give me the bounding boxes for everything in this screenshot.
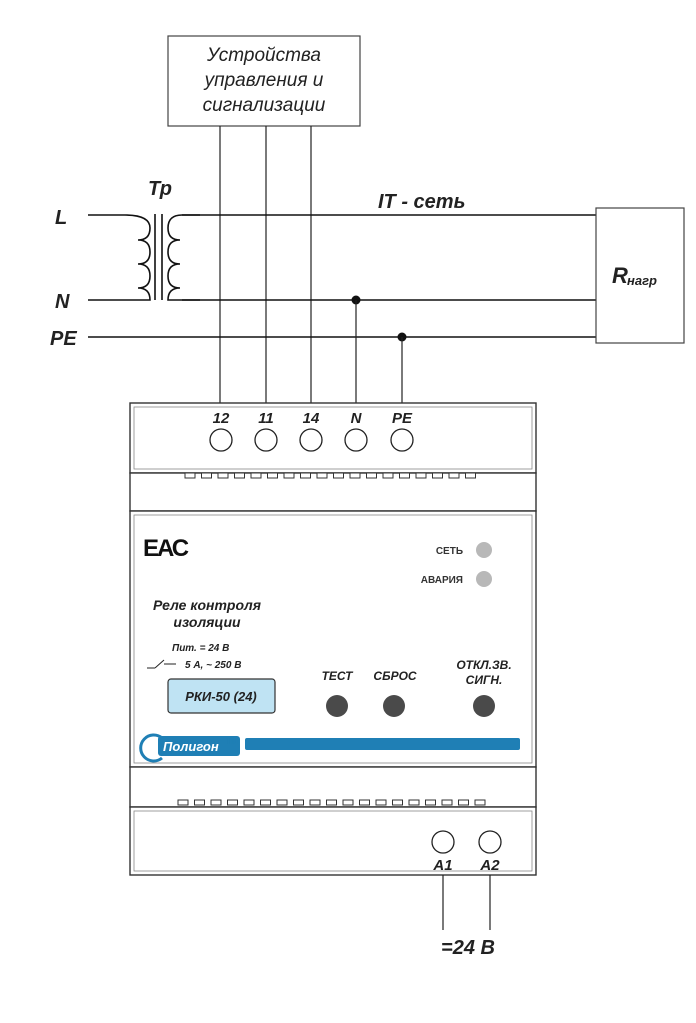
vent-slot [399, 472, 410, 479]
spec-power: Пит. = 24 В [172, 643, 229, 654]
vent-slot [250, 472, 262, 479]
control-wires [219, 126, 312, 428]
terminal-label-PE: PE [392, 410, 413, 427]
vent-slot [441, 799, 453, 806]
vent-slot [194, 799, 205, 806]
control-box-line3: сигнализации [203, 95, 326, 116]
terminal-PE [390, 428, 414, 452]
vent-slot [382, 472, 394, 479]
label-it-network: IT - сеть [378, 191, 465, 213]
label-PE: PE [50, 328, 77, 350]
load-label: R [612, 263, 628, 288]
vent-slot [227, 799, 238, 806]
terminal-A2 [478, 830, 502, 854]
model-name: РКИ-50 (24) [185, 689, 257, 704]
relay-device [129, 402, 537, 876]
brand-name: Полигон [163, 739, 219, 754]
load-label-sub: нагр [627, 273, 657, 288]
device-title-line2: изоляции [173, 614, 241, 630]
brand-stripe [245, 738, 520, 750]
label-L: L [55, 207, 67, 229]
vent-slot [177, 799, 189, 806]
load-box: R нагр [595, 207, 685, 344]
control-box-line2: управления и [203, 70, 324, 91]
vent-slot [234, 472, 245, 479]
vent-slot [326, 799, 337, 806]
vent-slot [217, 472, 229, 479]
front-panel: ЕАС СЕТЬ АВАРИЯ Реле контроля изоляции П… [139, 535, 520, 763]
vent-slot [349, 472, 361, 479]
led-net [476, 542, 492, 558]
bottom-terminals: A1 A2 [431, 830, 502, 874]
mute-button-label-line2: СИГН. [466, 673, 503, 687]
mute-button-label-line1: ОТКЛ.ЗВ. [456, 658, 511, 672]
label-transformer: Тр [148, 178, 172, 200]
led-alarm-label: АВАРИЯ [421, 575, 463, 586]
vent-slot [366, 472, 377, 479]
terminal-N [344, 428, 368, 452]
terminal-label-12: 12 [213, 410, 230, 427]
test-button[interactable] [326, 695, 348, 717]
vent-slot [359, 799, 370, 806]
vent-slot [276, 799, 288, 806]
terminal-label-A1: A1 [432, 857, 452, 874]
terminal-label-N: N [351, 410, 363, 427]
vent-slot [210, 799, 222, 806]
terminal-A1 [431, 830, 455, 854]
control-box-line1: Устройства [206, 45, 321, 66]
vent-slot [309, 799, 321, 806]
spec-contact: 5 А, ~ 250 В [185, 660, 241, 671]
top-terminals: 12 11 14 N PE [209, 410, 414, 452]
test-button-label: ТЕСТ [322, 669, 355, 683]
vent-slot [300, 472, 311, 479]
vent-slot [415, 472, 427, 479]
vent-slot [267, 472, 278, 479]
vent-slot [260, 799, 271, 806]
led-alarm [476, 571, 492, 587]
terminal-label-11: 11 [258, 410, 274, 427]
control-device-box: Устройства управления и сигнализации [167, 35, 361, 127]
vent-slot [408, 799, 420, 806]
vent-slot [342, 799, 354, 806]
vent-slot [333, 472, 344, 479]
vent-slot [316, 472, 328, 479]
vent-slot [465, 472, 476, 479]
vent-slots-bottom [177, 799, 486, 806]
vent-slot [432, 472, 443, 479]
brand-tm: TM [226, 737, 238, 746]
vent-slot [425, 799, 436, 806]
reset-button-label: СБРОС [373, 669, 417, 683]
vent-slot [283, 472, 295, 479]
vent-slot [184, 472, 196, 479]
terminal-label-14: 14 [303, 410, 320, 427]
terminal-12 [209, 428, 233, 452]
led-net-label: СЕТЬ [436, 546, 463, 557]
vent-slot [293, 799, 304, 806]
eac-mark: ЕАС [143, 535, 189, 562]
vent-slot [474, 799, 486, 806]
device-title-line1: Реле контроля [153, 597, 261, 613]
label-N: N [55, 291, 70, 313]
vent-slot [243, 799, 255, 806]
supply-label: =24 В [441, 937, 495, 959]
vent-slot [375, 799, 387, 806]
mute-button[interactable] [473, 695, 495, 717]
terminal-label-A2: A2 [479, 857, 500, 874]
vent-slot [392, 799, 403, 806]
brand-logo: Полигон TM [139, 733, 520, 763]
vent-slot [201, 472, 212, 479]
vent-slots-top [184, 472, 476, 479]
terminal-14 [299, 428, 323, 452]
transformer-symbol [88, 214, 200, 301]
reset-button[interactable] [383, 695, 405, 717]
vent-slot [448, 472, 460, 479]
terminal-11 [254, 428, 278, 452]
vent-slot [458, 799, 469, 806]
contact-symbol [147, 659, 176, 669]
model-plate [167, 678, 276, 714]
